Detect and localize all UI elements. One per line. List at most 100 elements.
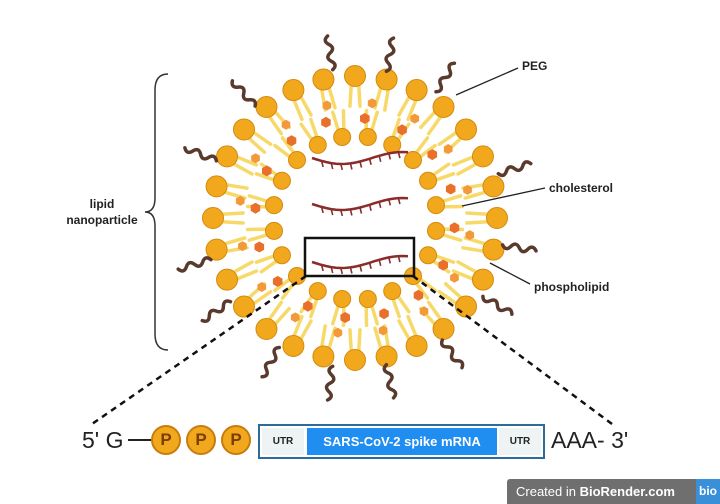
phospholipid-tail (461, 246, 488, 254)
phospholipid-tail (245, 134, 267, 154)
phospholipid-tail (222, 182, 249, 190)
phospholipid-tail (309, 295, 320, 319)
phospholipid-tail (369, 110, 379, 134)
phospholipid-tail (406, 314, 419, 340)
phospholipid-head (308, 135, 327, 154)
phospholipid-tail (247, 232, 271, 242)
cholesterol-icon (379, 308, 389, 320)
phospholipid-tail (266, 113, 284, 136)
phospholipid-tail (348, 81, 354, 108)
cholesterol-icon (463, 184, 472, 195)
mrna-base (388, 199, 392, 206)
cholesterol-icon (272, 275, 283, 287)
mrna-base (397, 255, 401, 263)
encapsulated-mrna (311, 150, 409, 275)
mrna-base (359, 207, 363, 214)
peg-chain-icon (500, 242, 538, 254)
phospholipid-tail (437, 289, 460, 307)
phospholipid-head (255, 318, 278, 341)
phospholipid-head (216, 268, 239, 291)
zoom-line-right (412, 274, 613, 426)
cholesterol-icon (465, 230, 475, 241)
mrna-base (378, 259, 382, 266)
cholesterol-icon (235, 195, 245, 206)
cholesterol-molecules (235, 98, 475, 338)
phospholipid-head (333, 128, 352, 147)
phospholipid-tail (297, 319, 313, 343)
phospholipid-head (486, 207, 508, 229)
mrna-base (349, 209, 353, 216)
utr-5-prime: UTR (262, 428, 304, 455)
cholesterol-icon (438, 259, 448, 271)
phospholipid-head (312, 345, 335, 368)
mrna-base (359, 265, 363, 272)
phospholipid-tail (273, 143, 293, 160)
five-prime-end: 5' G (82, 427, 124, 453)
inner-phospholipid-heads (265, 128, 445, 308)
phospholipid-head (471, 268, 494, 291)
phospholipid-head (419, 171, 438, 190)
phospholipid-tail (291, 314, 304, 340)
mrna-base (330, 162, 334, 170)
phosphate-2: P (186, 425, 216, 455)
phospholipid-tail (432, 172, 456, 183)
phospholipid-tail (439, 194, 463, 204)
mrna-base (397, 151, 401, 159)
mrna-construct: UTR SARS-CoV-2 spike mRNA UTR (258, 424, 545, 459)
phospholipid-head (232, 118, 255, 141)
phospholipid-tail (218, 219, 245, 225)
mrna-base (340, 209, 344, 217)
phospholipid-head (344, 349, 366, 371)
mrna-base (378, 155, 382, 162)
phospholipid-tail (456, 260, 480, 276)
coding-sequence: SARS-CoV-2 spike mRNA (307, 428, 497, 455)
cholesterol-icon (251, 153, 260, 164)
phospholipid-head (471, 145, 494, 168)
phospholipid-head (255, 95, 278, 118)
peg-chain-icon (230, 79, 258, 108)
phospholipid-tail (247, 194, 271, 204)
cholesterol-icon (450, 272, 459, 283)
mrna-strand-icon (311, 254, 409, 270)
phospholipid-head (265, 196, 284, 215)
phospholipid-tail (326, 83, 337, 110)
mrna-base (320, 160, 324, 168)
phospholipid-tail (397, 319, 413, 343)
cholesterol-icon (238, 241, 247, 252)
peg-chain-icon (496, 160, 533, 178)
peg-chain-icon (324, 364, 336, 402)
phospholipid-tail (331, 110, 341, 134)
peg-chain-icon (176, 256, 213, 273)
phospholipid-tail (413, 136, 430, 156)
peg-chain-icon (382, 362, 398, 400)
phospholipid-head (205, 238, 228, 261)
peg-chain-icon (481, 294, 514, 316)
phospholipid-tail (390, 295, 401, 319)
phospholipid-head (455, 118, 478, 141)
phospholipid-label: phospholipid (534, 280, 610, 294)
phospholipid-tail (220, 236, 247, 247)
mrna-base (330, 266, 334, 274)
cholesterol-icon (419, 306, 429, 317)
phospholipid-head (383, 282, 402, 301)
peg-chain-icon (434, 61, 457, 94)
phospholipid-tail (259, 258, 280, 274)
phospholipid-tail (443, 282, 465, 302)
phospholipid-tail (465, 219, 492, 225)
biorender-attribution[interactable]: Created in BioRender.com bio (507, 479, 720, 504)
phospholipid-head (432, 95, 455, 118)
phospholipid-tail (437, 129, 460, 147)
phospholipid-tail (291, 96, 304, 122)
phospholipid-tail (356, 328, 362, 355)
phospholipid-head (288, 151, 307, 170)
cholesterol-icon (367, 98, 377, 109)
phospholipid-tail (451, 154, 477, 167)
phospholipid-tail (348, 328, 354, 355)
phospholipid-tail (413, 280, 430, 300)
peg-chain-icon (183, 146, 219, 163)
phospholipid-head (272, 246, 291, 265)
cholesterol-icon (378, 325, 388, 336)
cholesterol-icon (254, 241, 265, 253)
lipid-nanoparticle-brace (144, 73, 169, 351)
